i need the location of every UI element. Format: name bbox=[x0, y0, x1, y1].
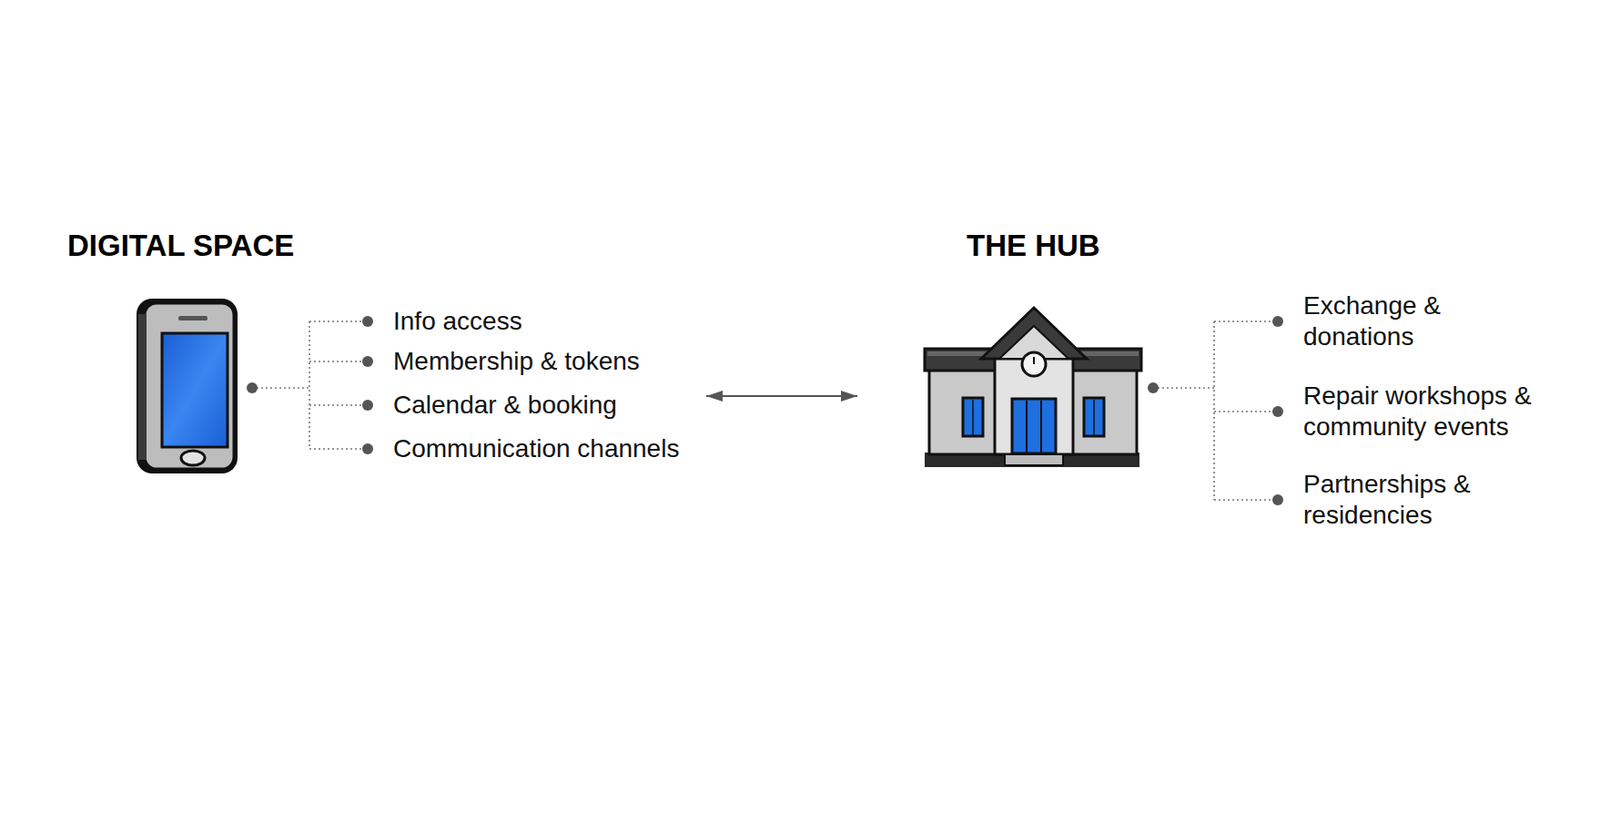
leader-dot bbox=[1272, 494, 1284, 506]
phone-icon bbox=[136, 298, 238, 474]
leader-lines bbox=[252, 321, 368, 449]
leader-dot bbox=[362, 315, 374, 327]
leader-line bbox=[1213, 321, 1216, 500]
leader-line bbox=[1214, 498, 1278, 501]
double-arrow bbox=[706, 394, 858, 397]
list-item: Repair workshops & community events bbox=[1303, 380, 1540, 443]
leader-dot bbox=[1147, 382, 1159, 394]
leader-dot bbox=[362, 355, 374, 367]
phone-speaker bbox=[178, 315, 208, 321]
leader-dots bbox=[246, 315, 374, 455]
leader-line bbox=[252, 386, 310, 389]
leader-dot bbox=[362, 399, 374, 411]
building-icon bbox=[924, 307, 1142, 467]
leader-dot bbox=[362, 443, 374, 455]
list-item: Membership & tokens bbox=[393, 345, 740, 377]
leader-dot bbox=[1272, 315, 1284, 327]
phone-screen bbox=[162, 333, 228, 447]
building-center bbox=[994, 350, 1074, 455]
clock-hand bbox=[1032, 356, 1035, 365]
list-item: Partnerships & residencies bbox=[1303, 468, 1540, 531]
leader-dot bbox=[246, 382, 258, 394]
building-wing bbox=[1063, 368, 1137, 455]
group-heading: THE HUB bbox=[966, 230, 1101, 261]
door bbox=[1012, 398, 1056, 454]
list-item: Info access bbox=[393, 305, 740, 337]
leader-line bbox=[1214, 410, 1278, 413]
leader-lines bbox=[1153, 321, 1278, 500]
list-item: Exchange & donations bbox=[1303, 290, 1540, 353]
window-line bbox=[1093, 399, 1095, 436]
list-item: Calendar & booking bbox=[393, 389, 740, 421]
clock bbox=[1022, 352, 1046, 376]
group-heading: DIGITAL SPACE bbox=[67, 230, 294, 261]
window bbox=[1083, 397, 1104, 436]
leader-line bbox=[309, 404, 368, 406]
phone-body bbox=[144, 303, 234, 469]
window-line bbox=[972, 399, 974, 436]
leader-line bbox=[308, 321, 311, 449]
leader-dots bbox=[1147, 315, 1284, 506]
door-line bbox=[1040, 400, 1043, 453]
leader-line bbox=[1214, 320, 1278, 323]
leader-line bbox=[309, 360, 368, 363]
leader-dot bbox=[1272, 405, 1284, 417]
phone-side bbox=[138, 313, 147, 460]
window bbox=[962, 397, 983, 436]
leader-line bbox=[1153, 386, 1215, 389]
door-line bbox=[1025, 400, 1028, 453]
leader-line bbox=[309, 447, 368, 450]
phone-shadow bbox=[136, 298, 238, 474]
leader-line bbox=[309, 320, 368, 323]
list-item: Communication channels bbox=[393, 433, 740, 465]
phone-button bbox=[181, 450, 205, 466]
building-wing bbox=[929, 368, 1003, 455]
steps bbox=[1004, 454, 1064, 466]
